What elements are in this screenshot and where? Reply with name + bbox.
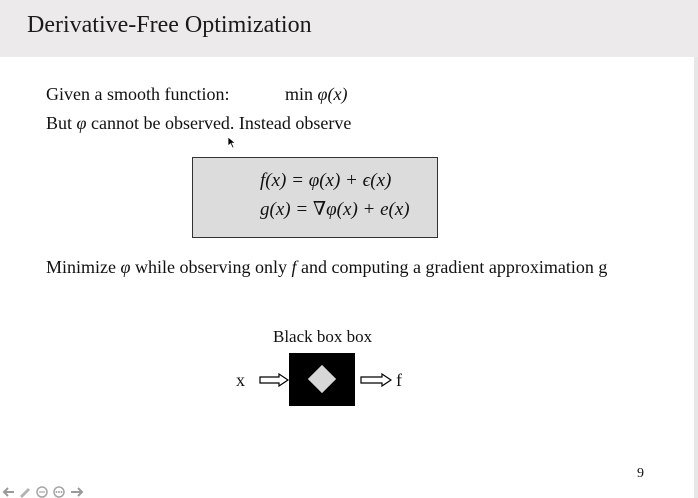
minimize-f: f	[291, 257, 297, 277]
black-box-label: Black box box	[273, 327, 373, 346]
right-edge-strip	[694, 57, 698, 498]
equation-g-symbol: g	[260, 199, 270, 220]
equation-g: g(x) = ∇φ(x) + e(x)	[260, 198, 410, 221]
observation-statement: But φ cannot be observed. Instead observ…	[46, 113, 351, 134]
equation-box: f(x) = φ(x) + ϵ(x) g(x) = ∇φ(x) + e(x)	[192, 157, 438, 238]
title-bar: Derivative-Free Optimization	[0, 0, 698, 57]
minimize-statement: Minimize φ while observing only f and co…	[46, 257, 607, 278]
but-phi: φ	[76, 113, 87, 133]
but-part2: cannot be observed. Instead observe	[86, 113, 352, 133]
presentation-controls	[0, 485, 100, 498]
left-arrow-icon[interactable]	[1, 487, 15, 497]
objective-min: min	[285, 84, 314, 104]
objective-x: (x)	[327, 84, 348, 104]
minimize-part1: Minimize	[46, 257, 121, 277]
given-text: Given a smooth function:	[46, 84, 230, 104]
right-arrow-icon[interactable]	[70, 487, 86, 497]
black-box	[289, 353, 355, 406]
but-part1: But	[46, 113, 77, 133]
black-box-output: f	[396, 370, 402, 390]
black-box-input: x	[236, 370, 245, 390]
page-number: 9	[637, 466, 644, 481]
equation-f-symbol: f	[260, 170, 266, 191]
pen-icon[interactable]	[18, 486, 32, 498]
slide-title: Derivative-Free Optimization	[27, 12, 312, 38]
input-arrow-icon	[259, 373, 289, 387]
equation-g-rest: (x) = ∇φ(x) + e(x)	[269, 199, 410, 220]
objective-phi: φ	[317, 84, 328, 104]
comment-icon[interactable]	[35, 486, 49, 498]
more-icon[interactable]	[52, 486, 66, 498]
mouse-cursor-icon	[227, 136, 237, 149]
output-arrow-icon	[360, 373, 392, 387]
minimize-phi: φ	[120, 257, 131, 277]
minimize-part2: while observing only	[130, 257, 292, 277]
minimize-part3: and computing a gradient approximation g	[296, 257, 608, 277]
equation-f-rest: (x) = φ(x) + ϵ(x)	[265, 170, 392, 191]
objective-expression: min φ(x)	[285, 84, 347, 105]
equation-f: f(x) = φ(x) + ϵ(x)	[260, 170, 391, 192]
diamond-icon	[307, 364, 337, 394]
